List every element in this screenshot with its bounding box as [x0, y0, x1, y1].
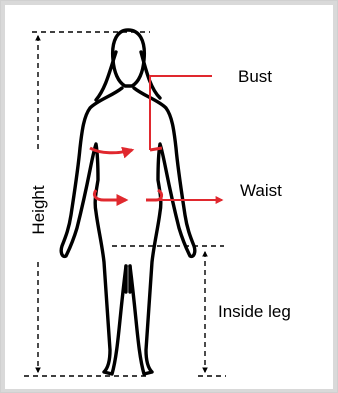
- bust-measure: [90, 76, 212, 153]
- height-label: Height: [29, 185, 48, 234]
- bust-label: Bust: [238, 67, 272, 86]
- inner-leg-line: [126, 266, 130, 292]
- body-silhouette: [61, 30, 195, 374]
- waist-measure: [94, 190, 222, 200]
- waist-label: Waist: [240, 181, 282, 200]
- bust-pointer-line: [150, 76, 212, 150]
- head-outline: [113, 30, 145, 86]
- inside-leg-label: Inside leg: [218, 302, 291, 321]
- left-body-outline: [61, 88, 126, 374]
- right-body-outline: [130, 88, 195, 374]
